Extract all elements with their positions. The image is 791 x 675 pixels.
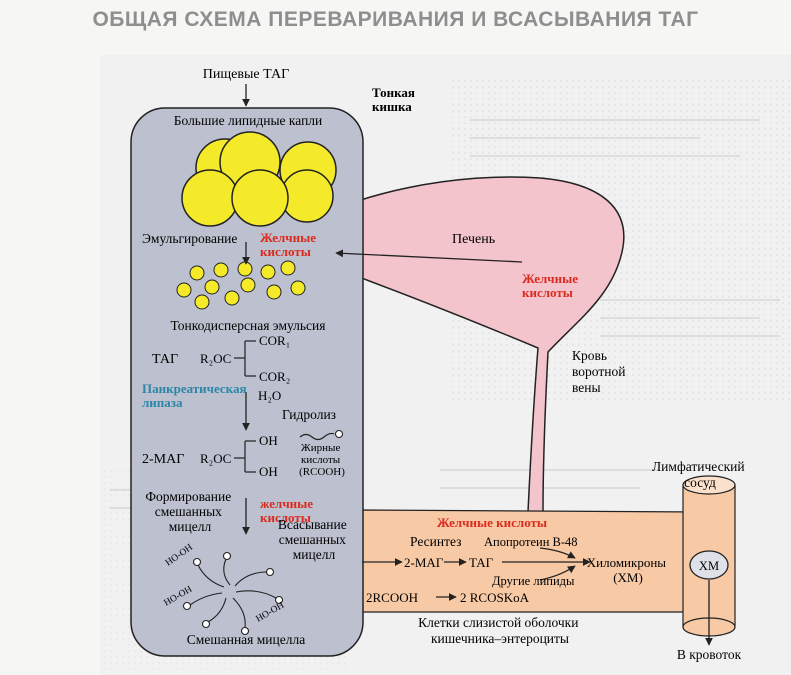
page-title: ОБЩАЯ СХЕМА ПЕРЕВАРИВАНИЯ И ВСАСЫВАНИЯ Т… (92, 8, 699, 31)
mag-label-2: 2-МАГ (404, 555, 444, 570)
mixed-micelle-label: Смешанная мицелла (187, 632, 305, 647)
oh-label-1: OH (259, 433, 278, 448)
rcooh-label: 2RCOOH (366, 590, 418, 605)
mag-structure (234, 440, 256, 473)
cor2-label: COR₂ (259, 369, 290, 384)
arrow-liver-bile (335, 249, 523, 263)
large-drops-label: Большие липидные капли (174, 113, 323, 128)
tag-label-2: ТАГ (469, 555, 494, 570)
r2oc-label-2: R₂OC (200, 451, 231, 466)
small-intestine (130, 107, 364, 657)
cor1-label: COR₁ (259, 333, 290, 348)
tag-structure (234, 340, 256, 377)
bile-acids-label-1: Желчные кислоты (260, 230, 319, 259)
arrow-apoprotein (539, 547, 576, 559)
rcoskoa-label: 2 RCOSKoA (460, 590, 530, 605)
to-blood-label: В кровоток (677, 647, 742, 662)
water-label: H₂O (258, 388, 281, 403)
resynthesis-label: Ресинтез (410, 534, 462, 549)
enterocytes-label: Клетки слизистой оболочки кишечника–энте… (418, 615, 582, 646)
emulsion-droplets (176, 260, 306, 310)
lymph-vessel-label: Лимфатический сосуд (652, 459, 748, 490)
pancreatic-lipase-label: Панкреатическая липаза (142, 381, 250, 410)
liver-shape (291, 176, 625, 513)
bile-acids-cell-label: Желчные кислоты (437, 515, 547, 530)
r2oc-label: R₂OC (200, 351, 231, 366)
food-tag-label: Пищевые ТАГ (203, 67, 289, 82)
oh-label-2: OH (259, 464, 278, 479)
bile-acids-liver-label: Желчные кислоты (522, 271, 581, 300)
arrow-other-lipids (539, 565, 576, 581)
chylomicrons-label: Хиломикроны (ХМ) (587, 555, 670, 585)
tag-label: ТАГ (152, 352, 178, 367)
fatty-acid-icon (299, 432, 335, 441)
portal-blood-label: Кровь воротной вены (572, 348, 629, 395)
other-lipids-label: Другие липиды (492, 574, 575, 588)
chylomicron-circle (689, 550, 729, 580)
liver-label: Печень (452, 232, 495, 247)
large-lipid-drops (181, 131, 337, 227)
fatty-acid-head (334, 429, 344, 439)
bile-acids-label-2: желчные кислоты (260, 496, 316, 525)
fatty-acids-label: Жирные кислоты (RCOOH) (299, 442, 345, 478)
absorption-label: Всасывание смешанных мицелл (278, 517, 350, 562)
hydrolysis-label: Гидролиз (282, 407, 336, 422)
xm-label: ХМ (699, 559, 719, 573)
small-intestine-label: Тонкая кишка (372, 85, 418, 114)
emulsification-label: Эмульгирование (142, 231, 237, 246)
mixed-micelle (182, 551, 284, 636)
apoprotein-label: Апопротеин В-48 (484, 535, 578, 549)
fine-emulsion-label: Тонкодисперсная эмульсия (171, 318, 326, 333)
flow-arrows (242, 84, 713, 646)
micelle-forming-label: Формирование смешанных мицелл (145, 489, 234, 534)
mag-label: 2-МАГ (142, 452, 184, 467)
